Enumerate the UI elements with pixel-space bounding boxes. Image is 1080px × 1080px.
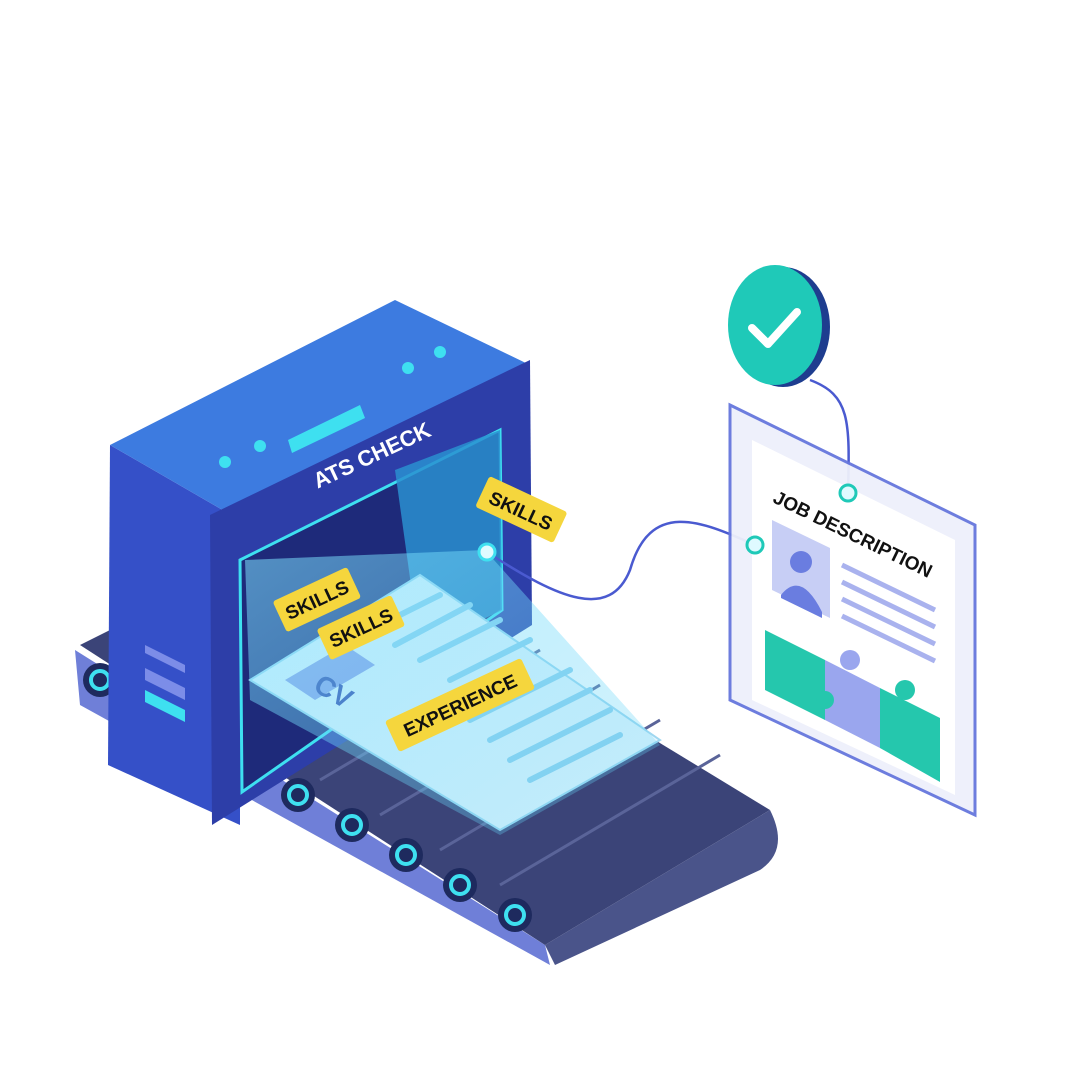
- roller: [281, 778, 315, 812]
- scan-node: [477, 542, 497, 562]
- machine-top: [110, 300, 530, 520]
- roller: [389, 838, 423, 872]
- roller-hub: [287, 784, 309, 806]
- job-description-card: JOB DESCRIPTION: [728, 402, 977, 818]
- display-bar: [288, 405, 365, 453]
- roller-hub: [504, 904, 526, 926]
- roller: [335, 808, 369, 842]
- check-icon: [748, 308, 801, 348]
- puzzle-icon: [765, 630, 940, 782]
- roller: [443, 868, 477, 902]
- roller-hub: [449, 874, 471, 896]
- roller: [498, 898, 532, 932]
- avatar-icon: [772, 520, 830, 618]
- machine-side: [108, 445, 240, 825]
- check-badge[interactable]: [728, 265, 830, 387]
- roller-hub: [395, 844, 417, 866]
- roller-hub: [341, 814, 363, 836]
